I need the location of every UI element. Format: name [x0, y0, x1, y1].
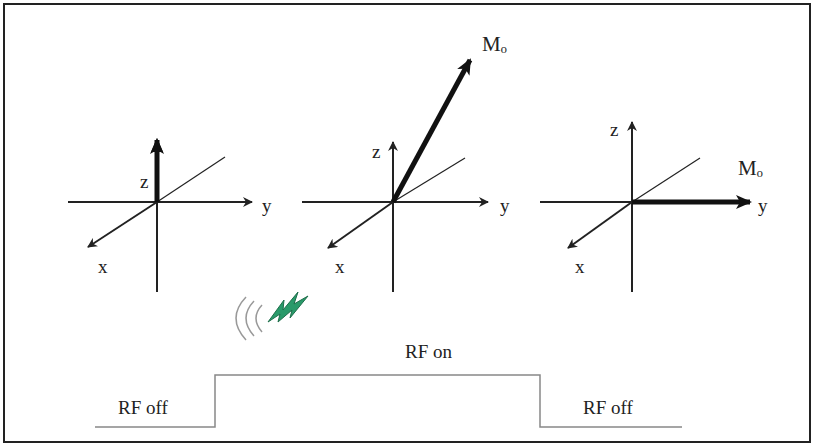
pulse-label: RF on — [405, 342, 452, 361]
pulse-label: RF off — [583, 398, 633, 417]
axis-label: x — [335, 257, 345, 276]
axis-label: y — [262, 196, 272, 215]
axis-label: y — [500, 196, 510, 215]
axis-label: z — [372, 142, 380, 161]
axis-label: x — [575, 257, 585, 276]
axis-label: y — [758, 196, 768, 215]
axis-label: z — [610, 120, 618, 139]
axis-label: z — [140, 172, 148, 191]
pulse-label: RF off — [118, 398, 168, 417]
axis-label: x — [98, 257, 108, 276]
vector-label: Mₒ — [738, 158, 763, 179]
vector-label: Mₒ — [482, 34, 507, 55]
